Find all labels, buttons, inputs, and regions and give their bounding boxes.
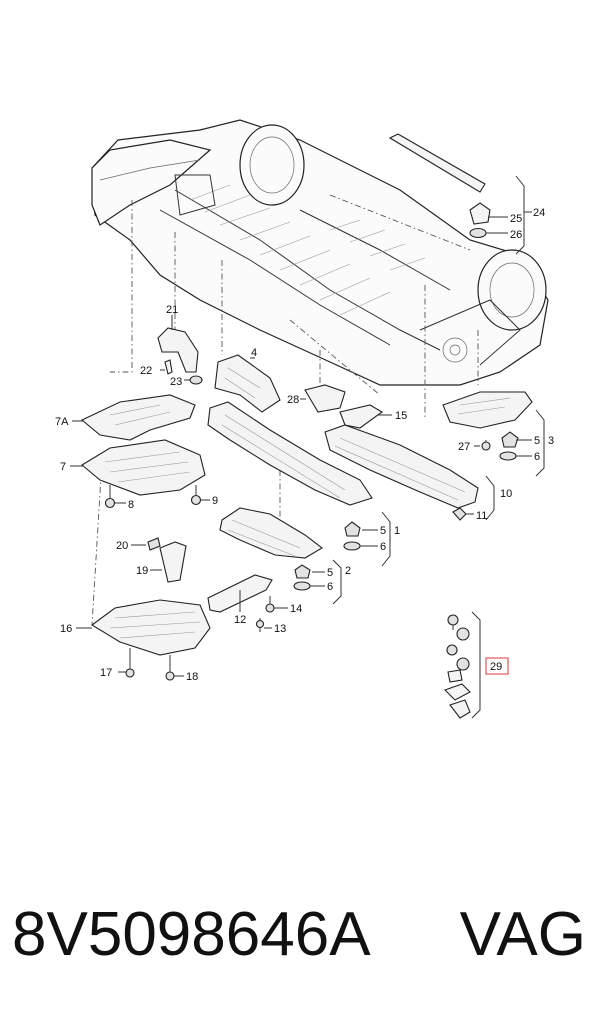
callout-25: 25 [510, 213, 522, 225]
bolt-20 [131, 537, 161, 551]
callout-7a: 7A [55, 416, 69, 428]
callout-5-low: 5 [327, 567, 333, 579]
callout-5-mid: 5 [380, 525, 386, 537]
callout-9: 9 [212, 495, 218, 507]
fastener-set-29 [443, 611, 509, 719]
callout-17: 17 [100, 667, 112, 679]
callout-24: 24 [533, 207, 545, 219]
callout-2: 2 [345, 565, 351, 577]
callout-6-mid: 6 [380, 541, 386, 553]
side-shield-10 [324, 424, 495, 521]
callout-7: 7 [60, 461, 66, 473]
callout-16: 16 [60, 623, 72, 635]
skid-plate-16 [76, 599, 211, 681]
bracket-12 [207, 574, 288, 632]
callout-10: 10 [500, 488, 512, 500]
callout-21: 21 [166, 304, 178, 316]
panel-7 [70, 439, 210, 509]
reinforcement-strut [388, 133, 532, 255]
tunnel-shield-1 [207, 401, 391, 567]
callout-22: 22 [140, 365, 152, 377]
callout-20: 20 [116, 540, 128, 552]
cover-28 [300, 384, 346, 413]
callout-4: 4 [251, 347, 257, 359]
callout-15: 15 [395, 410, 407, 422]
callout-6-low: 6 [327, 581, 333, 593]
callout-13: 13 [274, 623, 286, 635]
shield-15 [339, 404, 392, 429]
car-underbody [91, 119, 549, 386]
bracket-21 [157, 315, 203, 385]
callout-19: 19 [136, 565, 148, 577]
callout-28: 28 [287, 394, 299, 406]
callout-6-rear: 6 [534, 451, 540, 463]
callout-11: 11 [476, 510, 487, 522]
bracket-19 [150, 541, 187, 583]
panel-7a [72, 394, 196, 441]
callout-27: 27 [458, 441, 470, 453]
callout-5-rear: 5 [534, 435, 540, 447]
callout-labels: 25 24 26 21 22 23 4 28 15 7A 27 5 3 6 7 … [55, 207, 554, 683]
part-number: 8V5098646A [12, 900, 371, 969]
callout-14: 14 [290, 603, 302, 615]
callout-8: 8 [128, 499, 134, 511]
shield-2 [219, 507, 342, 605]
footer: 8V5098646A VAG [0, 895, 600, 975]
callout-18: 18 [186, 671, 198, 683]
callout-12: 12 [234, 614, 246, 626]
exploded-parts-diagram: 25 24 26 21 22 23 4 28 15 7A 27 5 3 6 7 … [55, 119, 554, 719]
rear-shield-3 [442, 391, 545, 477]
callout-26: 26 [510, 229, 522, 241]
heat-shield-4 [214, 354, 281, 413]
callout-3: 3 [548, 435, 554, 447]
callout-29: 29 [490, 661, 502, 673]
brand-label: VAG [459, 900, 586, 969]
leader-lines [91, 141, 479, 626]
callout-1: 1 [394, 525, 400, 537]
callout-23: 23 [170, 376, 182, 388]
